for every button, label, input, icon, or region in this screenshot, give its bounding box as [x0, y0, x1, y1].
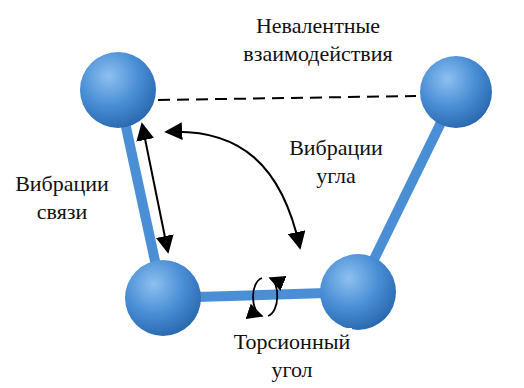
angle-vibration-arrow [166, 132, 300, 248]
atom [420, 56, 492, 128]
atom [80, 52, 156, 128]
atom [320, 254, 396, 330]
bond-vibration-arrow [142, 124, 168, 252]
annotation-label: Вибрации угла [287, 134, 385, 190]
atom [125, 260, 201, 336]
nonbonded-dashed-line [158, 96, 416, 100]
annotation-label: Невалентные взаимодействия [241, 12, 394, 68]
torsion-arrow [268, 278, 277, 316]
torsion-arrow [253, 278, 262, 316]
annotation-label: Торсионный угол [232, 328, 352, 384]
annotation-label: Вибрации связи [13, 170, 111, 226]
